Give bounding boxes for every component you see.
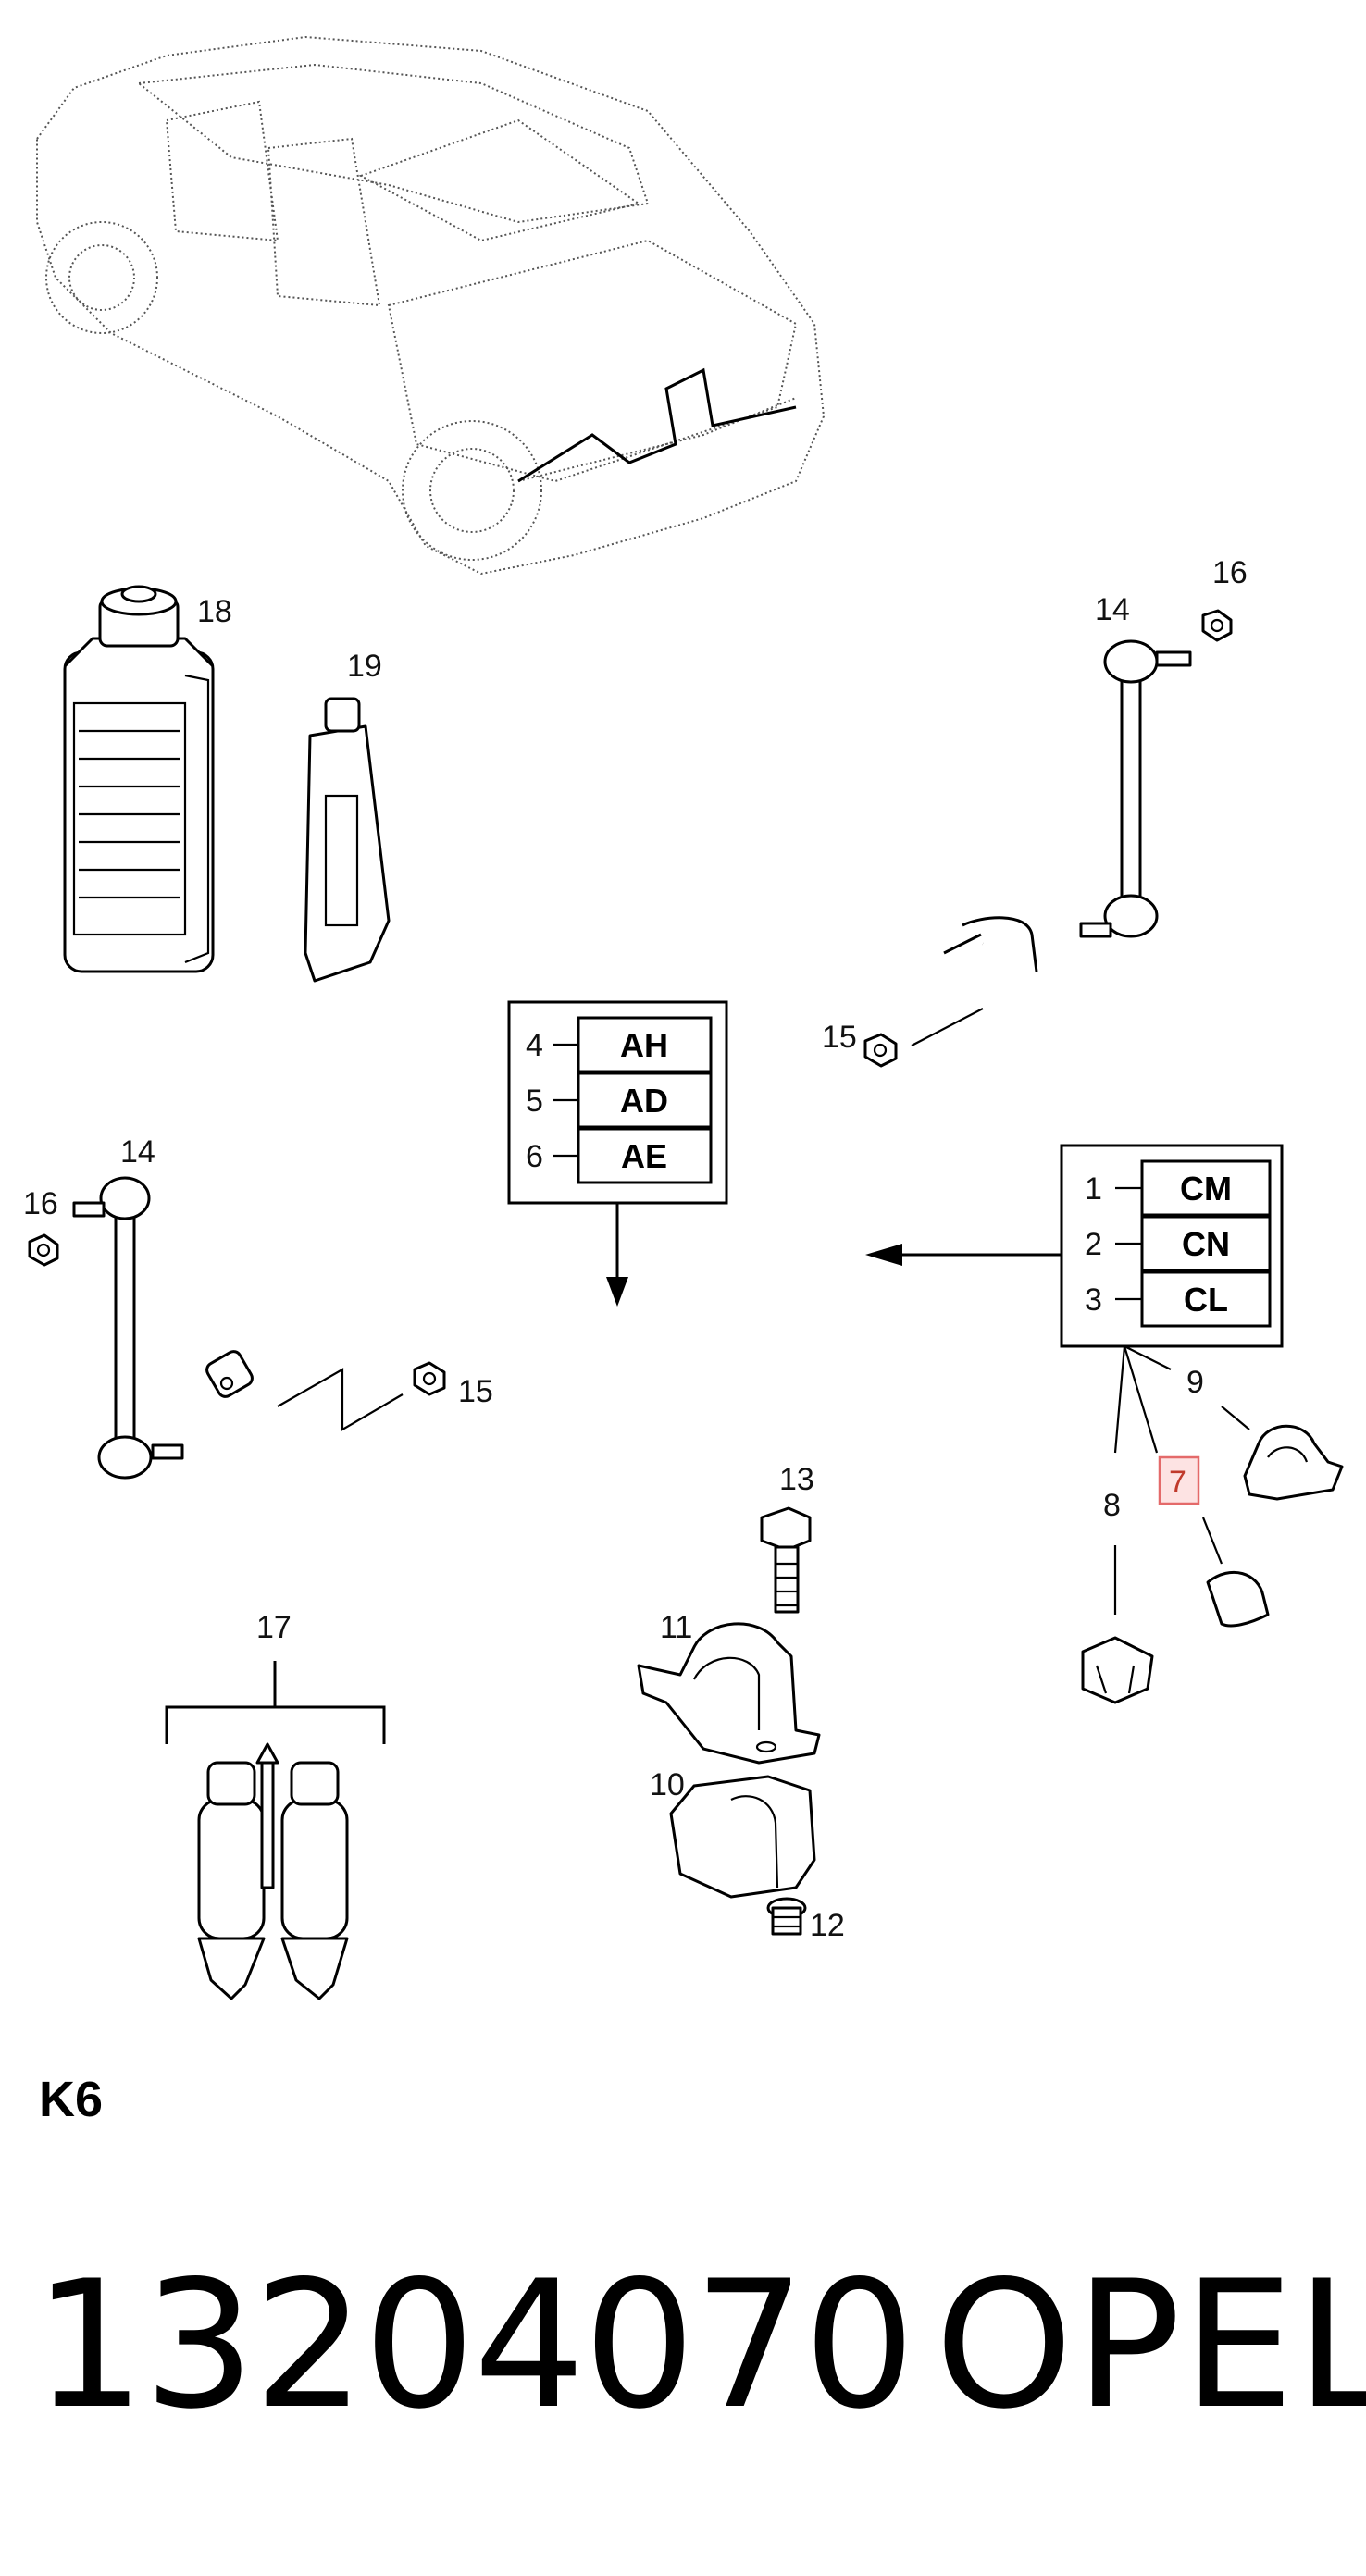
callout-15-top: 15 <box>822 1020 857 1055</box>
callout-8: 8 <box>1103 1488 1121 1523</box>
callout-16-right: 16 <box>1212 555 1248 590</box>
bush-9 <box>1221 1406 1344 1501</box>
bush-10 <box>669 1775 816 1899</box>
callout-15-bottom: 15 <box>458 1374 493 1409</box>
brand-name: OPEL <box>935 2243 1366 2447</box>
nut-15-bottom <box>413 1361 446 1396</box>
screw-12 <box>766 1897 807 1936</box>
callout-18: 18 <box>197 594 232 629</box>
code-box-right <box>865 1144 1284 1454</box>
code-ad: AD <box>620 1082 668 1120</box>
code-cl: CL <box>1184 1281 1228 1319</box>
callout-14-right: 14 <box>1095 592 1130 627</box>
stabiliser-bar <box>205 916 1070 1398</box>
callout-1: 1 <box>1085 1171 1102 1207</box>
callout-6: 6 <box>526 1139 543 1174</box>
callout-3: 3 <box>1085 1282 1102 1318</box>
code-cn: CN <box>1182 1225 1230 1263</box>
callout-19: 19 <box>347 649 382 684</box>
link-right <box>1079 639 1192 938</box>
nut-15-top <box>863 1033 898 1068</box>
callout-7: 7 <box>1169 1465 1186 1500</box>
section-code: K6 <box>39 2072 104 2127</box>
nut-16-right <box>1201 609 1233 642</box>
callout-13: 13 <box>779 1462 814 1497</box>
callout-7-highlight <box>1158 1455 1200 1505</box>
car-illustration <box>36 35 826 576</box>
link-left <box>72 1176 184 1480</box>
callout-11: 11 <box>660 1610 692 1645</box>
repair-kit <box>165 1661 386 2000</box>
callout-10: 10 <box>650 1767 685 1802</box>
callout-16-left: 16 <box>23 1186 58 1221</box>
callout-9: 9 <box>1186 1365 1204 1400</box>
code-ah: AH <box>620 1026 668 1064</box>
bush-8 <box>1081 1545 1154 1704</box>
callout-4: 4 <box>526 1028 543 1063</box>
clamp-11 <box>637 1622 821 1765</box>
code-cm: CM <box>1180 1170 1232 1208</box>
code-ae: AE <box>621 1137 667 1175</box>
code-box-left <box>507 1000 728 1307</box>
grease-tube <box>304 697 391 983</box>
bolt-13 <box>760 1506 812 1614</box>
callout-12: 12 <box>810 1908 845 1943</box>
fluid-bottle <box>63 585 215 973</box>
callout-5: 5 <box>526 1084 543 1119</box>
bush-7 <box>1201 1517 1270 1628</box>
nut-16-left <box>28 1233 59 1267</box>
callout-17: 17 <box>256 1610 292 1645</box>
part-number: 13204070 <box>33 2243 915 2447</box>
callout-2: 2 <box>1085 1227 1102 1262</box>
callout-14-left: 14 <box>120 1134 155 1170</box>
